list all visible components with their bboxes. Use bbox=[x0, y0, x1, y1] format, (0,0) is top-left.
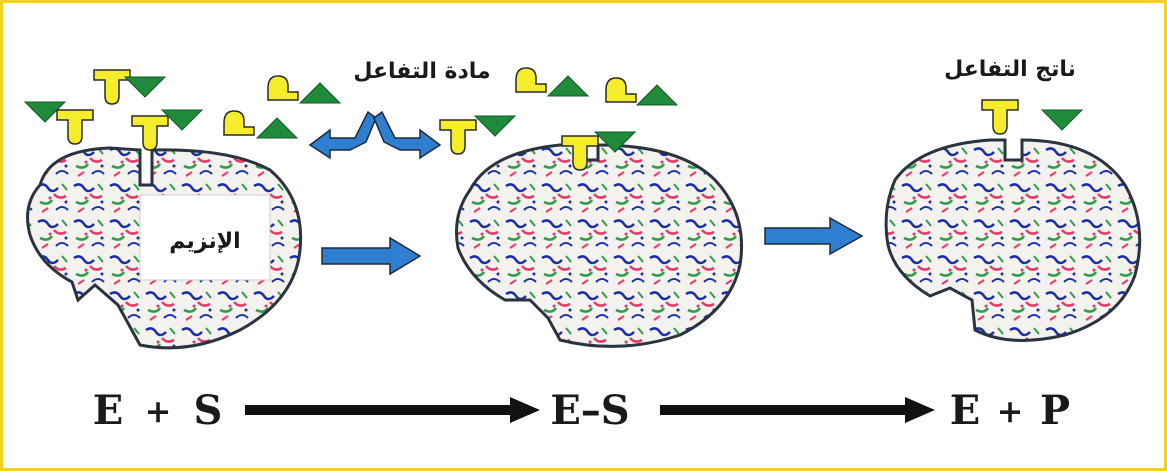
equation-plus-1: + bbox=[145, 392, 172, 430]
equation-s: S bbox=[194, 387, 223, 434]
equation-p: P bbox=[1040, 387, 1070, 434]
enzyme-substrate-complex bbox=[457, 68, 742, 346]
enzyme-label: الإنزيم bbox=[169, 229, 240, 254]
yellow-t-icon bbox=[57, 110, 93, 144]
substrate-label: مادة التفاعل bbox=[353, 59, 490, 84]
enzyme-free bbox=[28, 148, 301, 348]
product-label: ناتج التفاعل bbox=[944, 57, 1076, 82]
reaction-equation: E + S E–S E + P bbox=[93, 387, 1070, 434]
equation-plus-2: + bbox=[997, 392, 1024, 430]
equation-e2: E bbox=[950, 387, 981, 434]
equation-arrow-2 bbox=[660, 397, 935, 423]
reaction-arrow-1 bbox=[322, 238, 420, 274]
equation-e: E bbox=[93, 387, 124, 434]
equation-arrow-1 bbox=[245, 397, 540, 423]
equation-es: E–S bbox=[550, 387, 629, 434]
reaction-arrow-2 bbox=[765, 218, 862, 254]
enzyme-product-release bbox=[886, 100, 1140, 340]
substrate-pointer-arrow bbox=[310, 112, 440, 158]
